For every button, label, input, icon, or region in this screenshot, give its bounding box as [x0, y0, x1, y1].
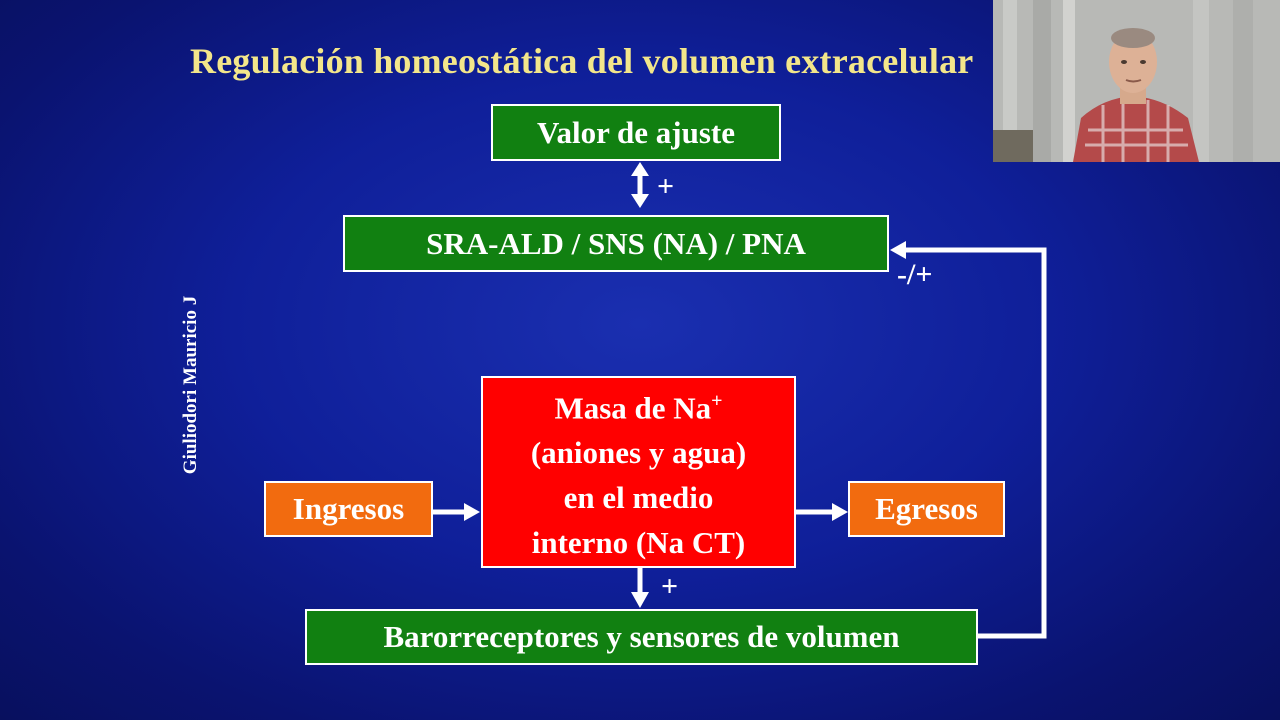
sodium-mass-line4: interno (Na CT) [531, 525, 746, 561]
inputs-label: Ingresos [292, 491, 405, 526]
sodium-mass-box: Masa de Na+ (aniones y agua) en el medio… [481, 376, 796, 568]
set-point-label: Valor de ajuste [536, 114, 736, 150]
effectors-box: SRA-ALD / SNS (NA) / PNA [343, 215, 889, 272]
sensors-box: Barorreceptores y sensores de volumen [305, 609, 978, 665]
sodium-mass-line1: Masa de Na+ [554, 379, 722, 430]
set-point-box: Valor de ajuste [491, 104, 781, 161]
arrow-feedback-loop [890, 241, 1047, 639]
arrow-mass-to-outputs [796, 503, 848, 521]
arrow-inputs-to-mass [433, 503, 480, 521]
sign-mass-sensors: + [661, 570, 679, 603]
sign-feedback: -/+ [897, 258, 933, 291]
outputs-box: Egresos [848, 481, 1005, 537]
sign-setpoint: + [657, 170, 675, 203]
sodium-mass-line3: en el medio [563, 480, 714, 516]
inputs-box: Ingresos [264, 481, 433, 537]
sodium-mass-line1-text: Masa de Na [554, 390, 712, 426]
slide-title: Regulación homeostática del volumen extr… [190, 41, 974, 81]
double-arrow-setpoint [631, 162, 649, 208]
effectors-label: SRA-ALD / SNS (NA) / PNA [426, 225, 806, 261]
outputs-label: Egresos [875, 491, 978, 526]
presenter-video [993, 0, 1280, 162]
arrow-mass-to-sensors [631, 568, 649, 608]
sodium-mass-line2: (aniones y agua) [530, 435, 747, 471]
sodium-superscript: + [711, 389, 723, 412]
sensors-label: Barorreceptores y sensores de volumen [383, 619, 900, 654]
presenter-webcam [993, 0, 1280, 162]
